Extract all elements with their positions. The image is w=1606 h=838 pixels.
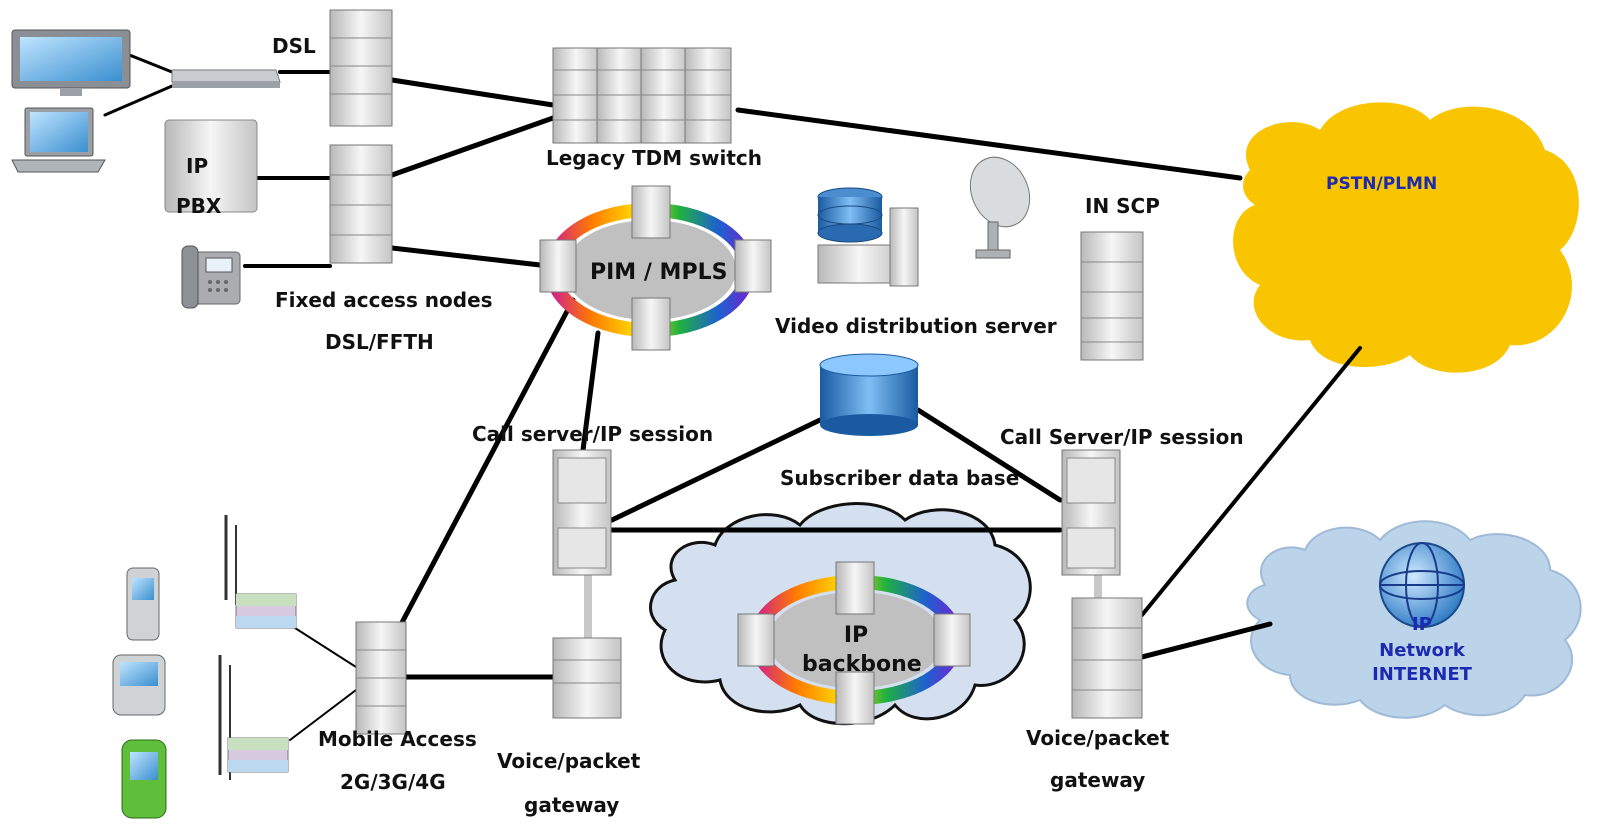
in-scp-label: IN SCP (1085, 194, 1160, 218)
in-scp-server (1080, 231, 1144, 361)
mobile-access-sublabel: 2G/3G/4G (340, 770, 446, 794)
voice-packet-gateway-left (552, 637, 622, 719)
subscriber-db-label: Subscriber data base (780, 466, 1020, 490)
ip-backbone-label-1: IP (843, 623, 869, 648)
call-server-right (1061, 449, 1121, 576)
desk-phone-icon (181, 245, 241, 309)
mobile-phone-icon (112, 654, 166, 716)
antenna-tower-icon (224, 515, 297, 629)
voice-packet-gateway-right (1071, 597, 1143, 719)
video-distribution-server (817, 187, 919, 287)
ip-pbx-box (164, 119, 258, 213)
legacy-tdm-switch (552, 47, 732, 144)
database-icon (819, 353, 919, 436)
globe-icon (1379, 542, 1465, 628)
vpg-left-sublabel: gateway (524, 793, 620, 817)
call-server-left (552, 449, 612, 576)
vpg-right-label: Voice/packet (1026, 726, 1170, 750)
mobile-access-label: Mobile Access (318, 727, 477, 751)
ip-network-label-2: Network (1379, 640, 1465, 661)
satellite-dish-icon (969, 156, 1031, 259)
antenna-tower-icon (218, 655, 289, 780)
connections (103, 52, 1362, 741)
ip-network-label-3: INTERNET (1372, 664, 1472, 685)
ip-backbone-label-2: backbone (802, 652, 922, 677)
mobile-access-server (355, 621, 407, 735)
ip-network-label-1: IP (1412, 614, 1432, 635)
dsl-label: DSL (272, 34, 316, 58)
monitor-icon (11, 29, 131, 96)
legacy-tdm-label: Legacy TDM switch (546, 146, 762, 170)
fixed-access-sublabel: DSL/FFTH (325, 330, 434, 354)
gray-connectors (584, 575, 1102, 638)
mobile-phone-icon (121, 739, 167, 819)
ip-backbone-ring (737, 561, 971, 725)
video-server-label: Video distribution server (775, 314, 1057, 338)
pstn-plmn-label: PSTN/PLMN (1326, 174, 1438, 194)
modem-icon (171, 69, 281, 88)
pim-mpls-ring (539, 185, 772, 351)
ip-pbx-label-pbx: PBX (176, 194, 222, 218)
vpg-right-sublabel: gateway (1050, 768, 1146, 792)
pstn-plmn-cloud (1233, 102, 1579, 373)
laptop-icon (11, 107, 106, 173)
call-server-left-label: Call server/IP session (472, 422, 714, 446)
vpg-left-label: Voice/packet (497, 749, 641, 773)
call-server-right-label: Call Server/IP session (1000, 425, 1244, 449)
fixed-access-label: Fixed access nodes (275, 288, 493, 312)
fixed-access-server (329, 144, 393, 264)
pim-mpls-label: PIM / MPLS (590, 260, 728, 285)
mobile-phone-icon (126, 567, 160, 641)
ip-pbx-label-ip: IP (186, 154, 209, 178)
dsl-access-server (329, 9, 393, 127)
